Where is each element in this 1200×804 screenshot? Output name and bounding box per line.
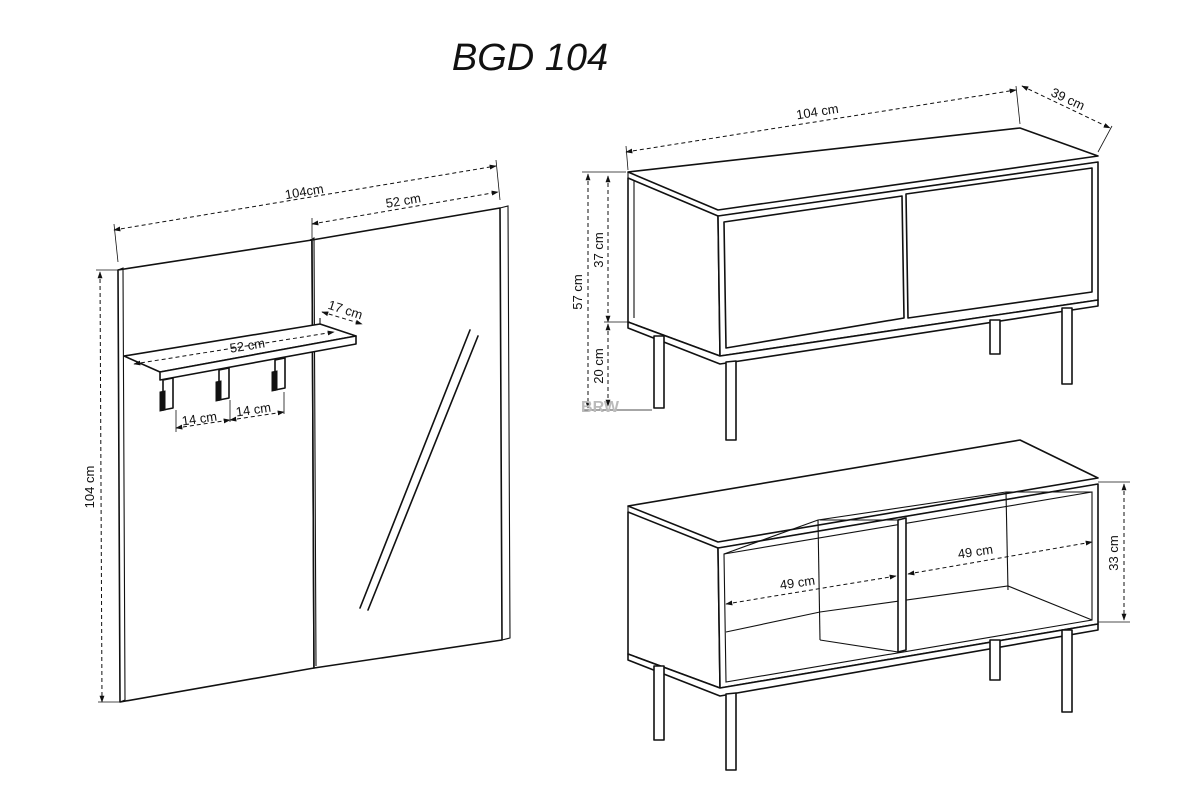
wall-panel-left [117, 239, 315, 703]
label-panel-height: 104 cm [82, 466, 97, 509]
open-cabinet-legs [653, 629, 1073, 771]
dimension-compartment-left: 49 cm [725, 573, 897, 606]
label-cabinet-height: 57 cm [570, 274, 585, 309]
dimension-shelf-width: 52 cm [133, 330, 335, 366]
dimension-cabinet-leg-height: 20 cm [591, 323, 611, 407]
label-cabinet-width: 104 cm [795, 101, 839, 122]
watermark-logo: BRW [581, 399, 620, 416]
label-panel-width: 104cm [284, 181, 325, 202]
label-interior-height: 33 cm [1106, 535, 1121, 570]
dimension-cabinet-height: 57 cm [570, 171, 652, 411]
open-cabinet-top [627, 439, 1099, 543]
cabinet-closed-view: 104 cm 39 cm 57 cm 37 cm 20 cm BRW [570, 85, 1113, 441]
dimension-compartment-right: 49 cm [907, 540, 1093, 576]
wall-panel-with-mirror: 104cm 52 cm 104 cm 52 cm 17 cm [82, 159, 511, 703]
cabinet-open-view: 49 cm 49 cm 33 cm [627, 439, 1130, 771]
label-compartment-right: 49 cm [957, 542, 994, 562]
dimension-interior-height: 33 cm [1098, 481, 1130, 623]
label-cabinet-body-height: 37 cm [591, 232, 606, 267]
label-compartment-left: 49 cm [779, 573, 816, 593]
dimension-panel-height: 104 cm [82, 269, 120, 703]
label-hook-spacing-1: 14 cm [181, 409, 218, 429]
open-cabinet-divider [897, 517, 907, 653]
mirror-reflection-line [359, 329, 479, 611]
dimension-cabinet-width: 104 cm [625, 85, 1021, 171]
open-cabinet-base [627, 623, 1099, 697]
sliding-door-left [723, 195, 905, 349]
cabinet-legs [653, 307, 1073, 441]
label-panel-half-width: 52 cm [385, 190, 422, 211]
label-cabinet-leg-height: 20 cm [591, 348, 606, 383]
cabinet-base [627, 299, 1099, 365]
dimension-hook-spacing: 14 cm 14 cm [175, 392, 285, 432]
mirror-panel [311, 207, 503, 669]
dimension-cabinet-body-height: 37 cm [591, 175, 630, 323]
dimension-panel-half-width: 52 cm [311, 190, 499, 238]
label-hook-spacing-2: 14 cm [235, 400, 272, 420]
coat-hooks [159, 357, 286, 412]
label-cabinet-depth: 39 cm [1049, 85, 1087, 114]
label-shelf-width: 52 cm [229, 335, 266, 355]
sliding-door-right [905, 167, 1093, 319]
product-title: BGD 104 [452, 37, 608, 79]
